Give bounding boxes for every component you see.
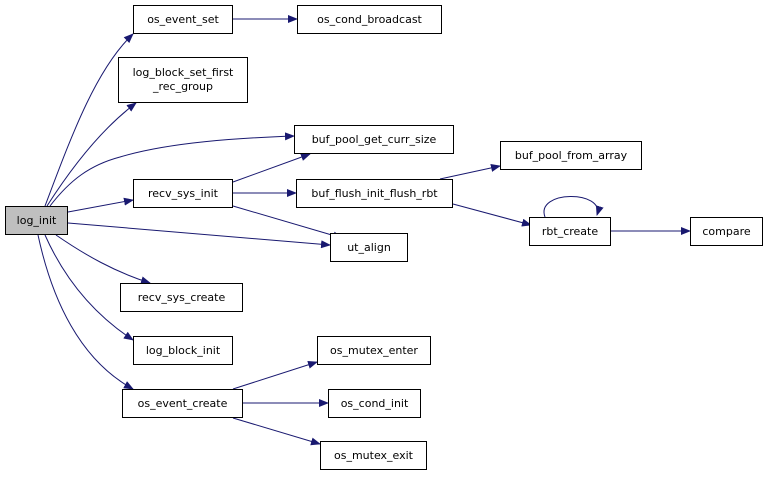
edge-recv-sys-init-to-ut-align <box>232 205 343 240</box>
node-os-cond-broadcast[interactable]: os_cond_broadcast <box>297 5 442 34</box>
node-recv-sys-create[interactable]: recv_sys_create <box>120 283 243 312</box>
node-buf-pool-from-array[interactable]: buf_pool_from_array <box>500 141 642 170</box>
node-log-init: log_init <box>5 206 68 235</box>
edge-buf-flush-init-flush-rbt-to-buf-pool-from-array <box>439 163 501 180</box>
edge-log-init-to-buf-pool-get-curr-size <box>49 132 295 207</box>
edge-log-init-to-os-event-set <box>44 33 134 207</box>
edge-rbt-create-to-rbt-create <box>543 196 604 218</box>
node-compare[interactable]: compare <box>690 217 763 246</box>
edge-log-init-to-log-block-init <box>44 234 134 341</box>
edge-os-event-create-to-os-mutex-enter <box>232 360 318 390</box>
node-ut-align[interactable]: ut_align <box>330 233 408 262</box>
node-buf-pool-get-curr-size[interactable]: buf_pool_get_curr_size <box>294 125 454 154</box>
edge-log-init-to-log-block-set-first-rec-group <box>46 102 137 207</box>
node-log-block-init[interactable]: log_block_init <box>133 336 233 365</box>
node-buf-flush-init-flush-rbt[interactable]: buf_flush_init_flush_rbt <box>296 179 453 208</box>
edge-log-init-to-os-event-create <box>37 234 134 390</box>
edge-log-init-to-recv-sys-create <box>55 234 151 285</box>
node-log-block-set-first-rec-group[interactable]: log_block_set_first _rec_group <box>118 57 248 103</box>
edge-log-init-to-recv-sys-init <box>67 197 134 213</box>
edge-buf-flush-init-flush-rbt-to-rbt-create <box>452 203 532 227</box>
edge-log-init-to-ut-align <box>67 222 331 249</box>
node-os-event-create[interactable]: os_event_create <box>122 389 243 418</box>
edge-os-event-create-to-os-mutex-exit <box>232 417 321 446</box>
node-os-mutex-exit[interactable]: os_mutex_exit <box>320 441 427 470</box>
edge-recv-sys-init-to-buf-pool-get-curr-size <box>232 153 311 183</box>
node-os-event-set[interactable]: os_event_set <box>133 5 233 34</box>
node-os-cond-init[interactable]: os_cond_init <box>328 389 421 418</box>
node-recv-sys-init[interactable]: recv_sys_init <box>133 179 233 208</box>
node-rbt-create[interactable]: rbt_create <box>529 217 611 246</box>
node-os-mutex-enter[interactable]: os_mutex_enter <box>317 336 431 365</box>
